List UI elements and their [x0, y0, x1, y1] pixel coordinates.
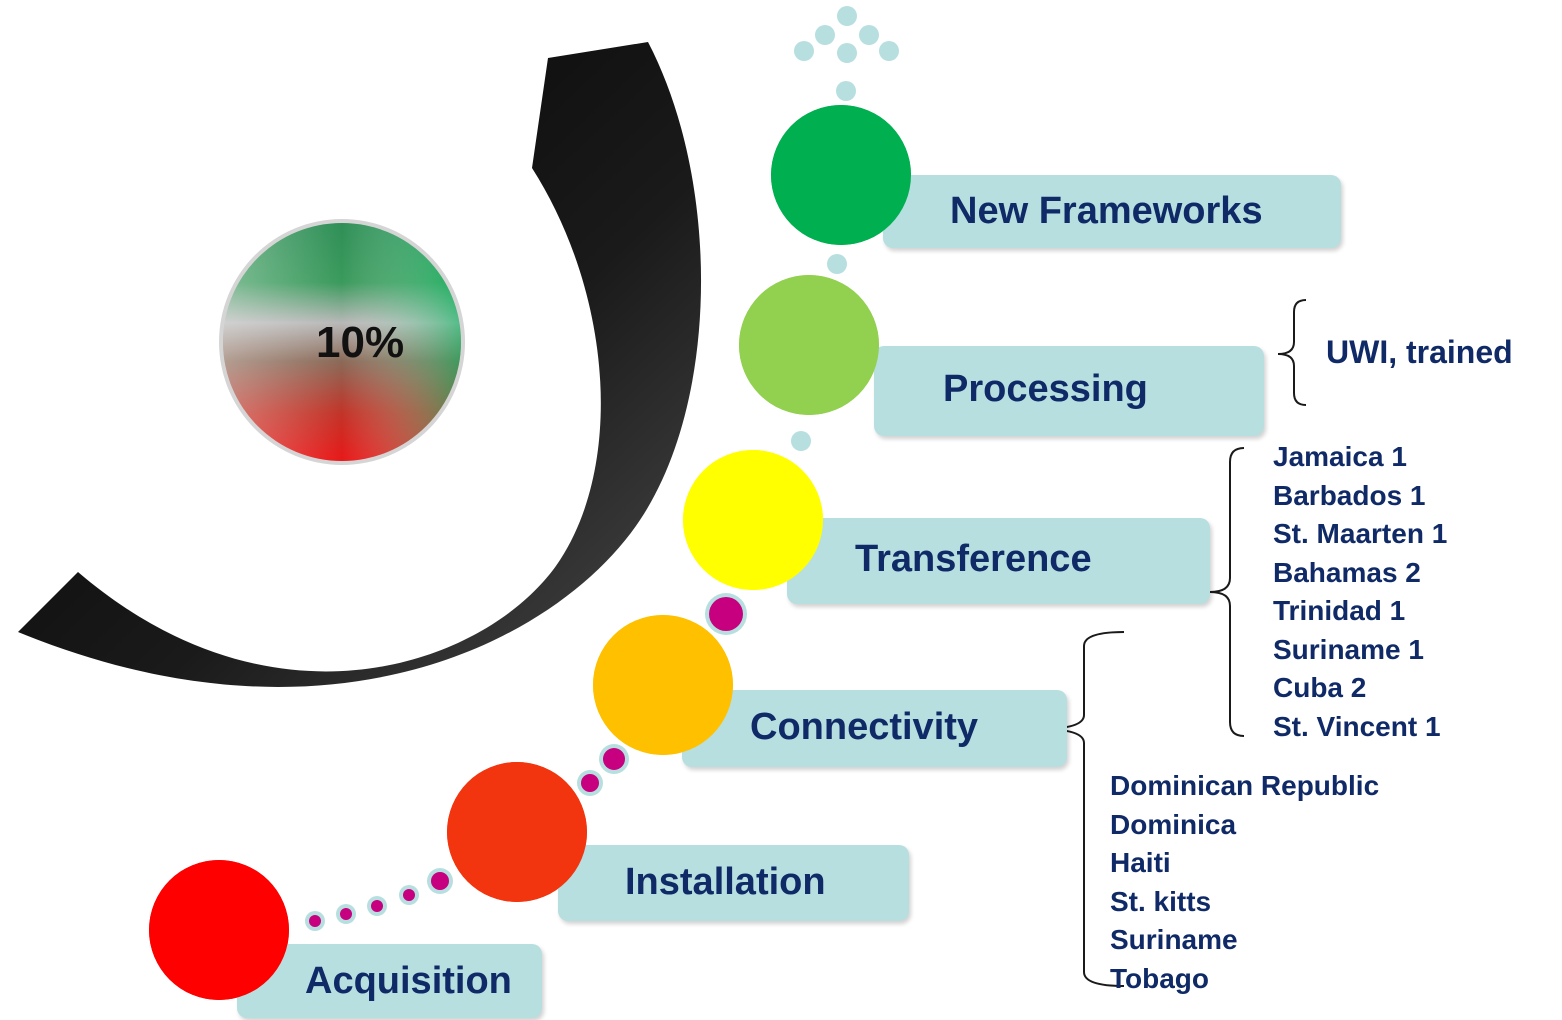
- list-item: Barbados 1: [1273, 479, 1426, 511]
- connector-dot: [431, 872, 449, 890]
- connector-dot: [837, 6, 857, 26]
- transference-country-list: Jamaica 1 Barbados 1 St. Maarten 1 Baham…: [1273, 438, 1447, 746]
- progress-percentage: 10%: [316, 318, 405, 367]
- connector-dot: [309, 915, 321, 927]
- connector-dot: [709, 597, 743, 631]
- list-item: Cuba 2: [1273, 672, 1367, 703]
- label-box-installation: [558, 845, 909, 921]
- stage-label-new-frameworks: New Frameworks: [950, 190, 1263, 232]
- connector-dot: [815, 25, 835, 45]
- stage-label-installation: Installation: [625, 861, 826, 903]
- connectivity-country-list: Dominican Republic Dominica Haiti St. ki…: [1110, 767, 1379, 998]
- connector-dot: [791, 431, 811, 451]
- connector-dot: [836, 81, 856, 101]
- connector-dot: [603, 748, 625, 770]
- label-box-connectivity: [682, 690, 1067, 767]
- list-item: St. kitts: [1110, 885, 1212, 917]
- connector-dot: [581, 774, 599, 792]
- label-box-new-frameworks: [883, 175, 1341, 248]
- connector-dot: [827, 254, 847, 274]
- list-item: Dominican Republic: [1110, 770, 1380, 801]
- stage-label-transference: Transference: [855, 538, 1092, 580]
- list-item: Dominica: [1110, 808, 1237, 840]
- list-item: Suriname: [1110, 924, 1238, 955]
- stage-label-connectivity: Connectivity: [750, 706, 979, 748]
- stage-circle-processing: [739, 275, 879, 415]
- transference-brace: [1209, 447, 1245, 737]
- connector-dot: [403, 889, 415, 901]
- list-item: Jamaica 1: [1273, 441, 1407, 472]
- list-item: Tobago: [1110, 962, 1210, 994]
- label-box-processing: [874, 346, 1264, 436]
- connector-dot: [794, 41, 814, 61]
- connector-dot: [340, 908, 352, 920]
- stage-label-processing: Processing: [943, 368, 1148, 410]
- curved-arrow-icon: [18, 42, 702, 687]
- progress-sphere: [219, 219, 465, 465]
- processing-brace: [1277, 299, 1307, 406]
- connector-dot: [371, 900, 383, 912]
- list-item: Suriname 1: [1273, 633, 1424, 665]
- processing-note: UWI, trained: [1326, 334, 1513, 370]
- list-item: Trinidad 1: [1273, 595, 1406, 626]
- list-item: St. Maarten 1: [1273, 518, 1448, 549]
- list-item: Haiti: [1110, 847, 1171, 878]
- stage-label-acquisition: Acquisition: [305, 960, 512, 1002]
- list-item: Bahamas 2: [1273, 556, 1421, 588]
- connector-dot: [837, 43, 857, 63]
- connector-dot: [859, 25, 879, 45]
- connector-dot: [879, 41, 899, 61]
- label-box-transference: [787, 518, 1210, 604]
- list-item: St. Vincent 1: [1273, 710, 1441, 742]
